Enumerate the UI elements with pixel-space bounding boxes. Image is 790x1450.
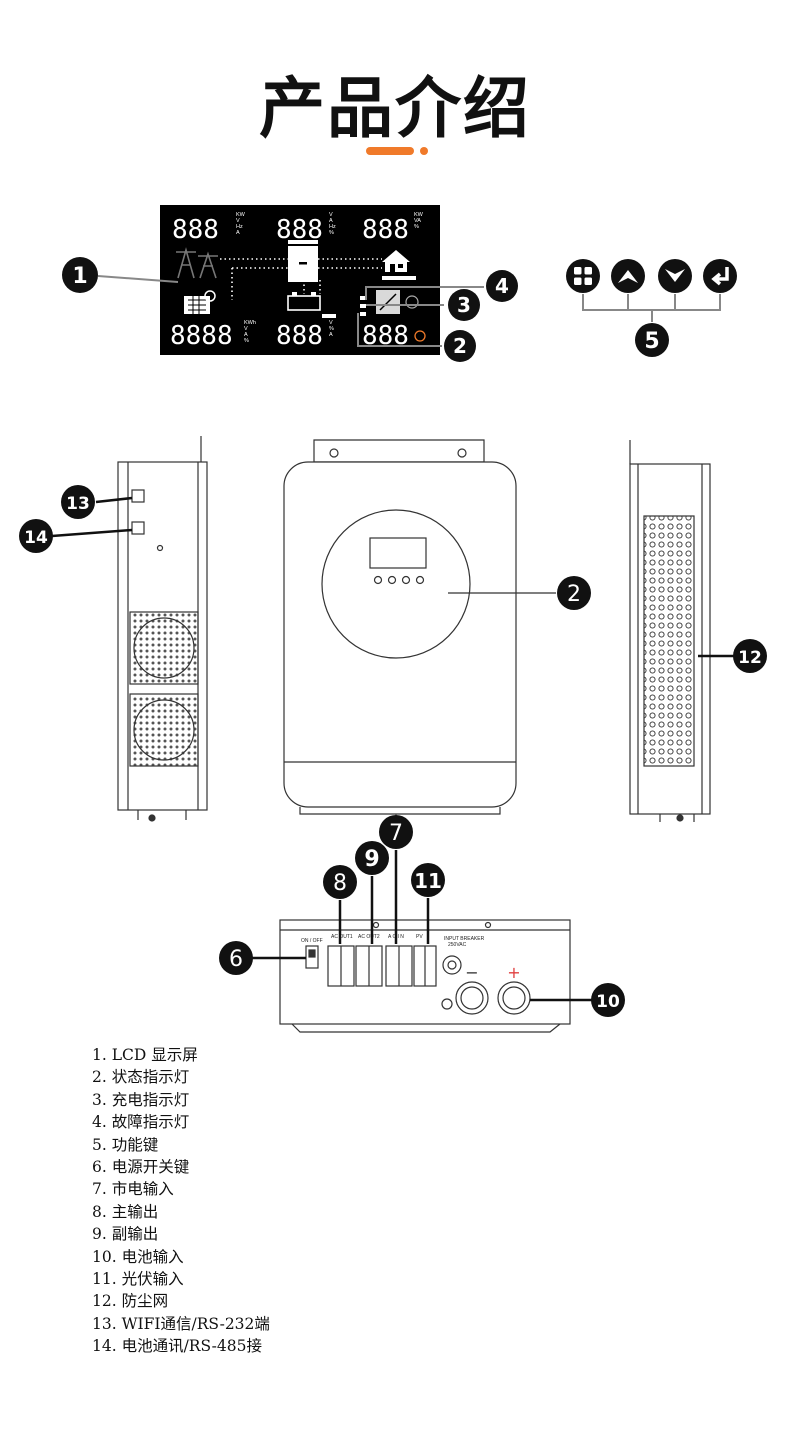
- callout-7: [379, 815, 413, 849]
- component-legend: 1. LCD 显示屏 2. 状态指示灯 3. 充电指示灯 4. 故障指示灯 5.…: [92, 1044, 270, 1358]
- solar-panel-icon: [184, 290, 216, 314]
- label-switch: ON / OFF: [301, 938, 323, 944]
- legend-item: 12. 防尘网: [92, 1292, 169, 1311]
- legend-item: 11. 光伏输入: [92, 1270, 184, 1289]
- callout-5: [635, 323, 669, 357]
- lcd-unit: V: [236, 218, 240, 224]
- lcd-unit: VA: [414, 218, 421, 224]
- callout-2-top-label: 2: [453, 334, 467, 358]
- callout-11: [411, 863, 445, 897]
- legend-item: 2. 状态指示灯: [92, 1068, 190, 1087]
- lcd-unit: KWh: [244, 320, 256, 326]
- lcd-unit: KW: [236, 212, 246, 218]
- lcd-readout-top-right: 888: [362, 215, 409, 245]
- front-view: [283, 439, 517, 815]
- battery-plus-label: +: [507, 963, 520, 982]
- enter-icon: [711, 267, 729, 286]
- callout-6: [219, 941, 253, 975]
- callout-9: [355, 841, 389, 875]
- function-buttons: [566, 259, 737, 293]
- lcd-display: 888 888 888 KW V Hz A V A Hz % KW VA %: [160, 205, 440, 355]
- lcd-unit: A: [244, 332, 248, 338]
- label-ac-out1: AC OUT1: [331, 934, 353, 940]
- down-arrow-icon: [665, 269, 685, 282]
- callout-3: [448, 289, 480, 321]
- up-arrow-icon: [618, 270, 638, 283]
- lcd-unit: KW: [414, 212, 424, 218]
- label-ac-out2: AC OUT2: [358, 934, 380, 940]
- callout-9-label: 9: [364, 847, 379, 872]
- house-icon: [382, 250, 416, 280]
- callout-10: [591, 983, 625, 1017]
- page-title: 产品介绍: [259, 70, 531, 147]
- callout-2-top: [444, 330, 476, 362]
- title-underline-bar: [366, 147, 414, 155]
- callout-11-label: 11: [414, 869, 442, 893]
- callout-4-label: 4: [495, 274, 509, 298]
- product-diagram: 888 888 888 KW V Hz A V A Hz % KW VA %: [19, 205, 767, 1033]
- callout-12-label: 12: [738, 648, 762, 668]
- legend-item: 6. 电源开关键: [92, 1158, 190, 1177]
- title-underline-dot: [420, 147, 428, 155]
- lcd-unit: V: [329, 320, 333, 326]
- label-pv: PV: [416, 934, 423, 940]
- callout-2-front: [557, 576, 591, 610]
- legend-item: 1. LCD 显示屏: [92, 1046, 198, 1064]
- label-input-breaker: INPUT BREAKER: [444, 936, 485, 942]
- label-breaker-rating: 250VAC: [448, 942, 467, 948]
- menu-grid-icon: [574, 267, 592, 285]
- legend-item: 4. 故障指示灯: [92, 1113, 190, 1132]
- lcd-unit: Hz: [329, 224, 336, 230]
- lcd-unit: %: [244, 338, 249, 344]
- lcd-unit: V: [244, 326, 248, 332]
- callout-12: [733, 639, 767, 673]
- callout-8: [323, 865, 357, 899]
- callout-13-label: 13: [66, 494, 90, 514]
- battery-icon: [287, 292, 336, 318]
- legend-item: 5. 功能键: [92, 1135, 159, 1154]
- lcd-unit: Hz: [236, 224, 243, 230]
- bottom-terminal-view: [279, 919, 571, 1033]
- legend-item: 3. 充电指示灯: [92, 1090, 190, 1109]
- lcd-unit: A: [329, 218, 333, 224]
- callout-5-label: 5: [644, 329, 659, 354]
- lcd-unit: %: [414, 224, 419, 230]
- legend-item: 7. 市电输入: [92, 1180, 174, 1199]
- lcd-readout-bottom-left: 8888: [170, 321, 233, 351]
- lcd-unit: %: [329, 230, 334, 236]
- legend-item: 10. 电池输入: [92, 1247, 184, 1266]
- callout-13: [61, 485, 95, 519]
- callout-14: [19, 519, 53, 553]
- callout-10-label: 10: [596, 992, 620, 1012]
- callout-14-label: 14: [24, 528, 48, 548]
- callout-4: [486, 270, 518, 302]
- legend-item: 13. WIFI通信/RS-232端: [92, 1314, 270, 1333]
- callout-3-label: 3: [457, 293, 471, 317]
- battery-minus-label: −: [465, 963, 478, 982]
- callout-1: [62, 257, 98, 293]
- legend-item: 9. 副输出: [92, 1225, 159, 1244]
- callout-6-label: 6: [229, 947, 243, 972]
- legend-item: 8. 主输出: [92, 1202, 159, 1221]
- menu-button: [566, 259, 600, 293]
- callout-2-front-label: 2: [567, 582, 581, 607]
- lcd-unit: A: [329, 332, 333, 338]
- lcd-readout-bottom-mid: 888: [276, 321, 323, 351]
- lcd-readout-top-left: 888: [172, 215, 219, 245]
- lcd-unit: A: [236, 230, 240, 236]
- callout-7-label: 7: [389, 821, 403, 846]
- lcd-unit: %: [329, 326, 334, 332]
- callout-1-label: 1: [72, 264, 87, 289]
- right-side-view: [629, 440, 711, 822]
- legend-item: 14. 电池通讯/RS-485接: [92, 1337, 262, 1356]
- grid-tower-icon: [176, 247, 218, 279]
- callout-8-label: 8: [333, 871, 347, 896]
- lcd-unit: V: [329, 212, 333, 218]
- left-side-view: [117, 436, 208, 822]
